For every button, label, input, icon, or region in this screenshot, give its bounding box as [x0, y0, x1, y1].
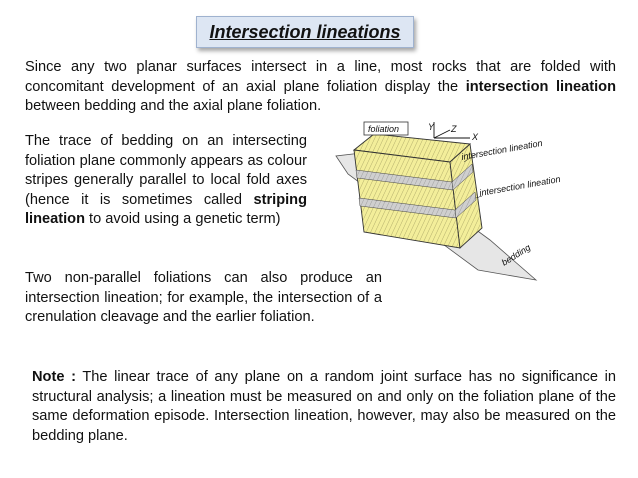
title-box: Intersection lineations	[196, 16, 414, 48]
nonparallel-paragraph: Two non-parallel foliations can also pro…	[25, 270, 382, 326]
trace-text-2: to avoid using a genetic term)	[85, 211, 281, 228]
foliation-label: foliation	[368, 124, 399, 134]
leader-1	[463, 153, 477, 163]
intro-paragraph: Since any two planar surfaces intersect …	[25, 58, 616, 117]
stripe-right-2	[454, 191, 477, 219]
axis-x-label: X	[471, 132, 479, 142]
trace-paragraph: The trace of bedding on an intersecting …	[25, 132, 307, 230]
page-title: Intersection lineations	[209, 21, 401, 42]
intro-text-1: Since any two planar surfaces intersect …	[25, 59, 616, 95]
intersection-lineation-label-2: intersection lineation	[479, 174, 562, 198]
axis-y-label: Y	[428, 122, 435, 132]
trace-bold-term: striping lineation	[25, 191, 307, 228]
trace-text-1: The trace of bedding on an intersecting …	[25, 133, 307, 208]
note-paragraph: Note : The linear trace of any plane on …	[32, 368, 616, 446]
leader-2	[475, 195, 483, 199]
axis-z	[433, 129, 451, 139]
intersection-lineation-diagram: foliation Y Z X intersection lineation i…	[330, 120, 630, 285]
stripe-right-1	[451, 163, 474, 191]
note-text: The linear trace of any plane on a rando…	[32, 369, 616, 444]
intro-text-2: between bedding and the axial plane foli…	[25, 98, 322, 115]
left-face	[353, 149, 461, 249]
intro-bold-term: intersection lineation	[465, 78, 616, 95]
axis-z-label: Z	[450, 124, 457, 134]
right-face	[449, 143, 483, 249]
note-label: Note :	[32, 369, 76, 385]
foliation-label-box	[363, 121, 409, 136]
